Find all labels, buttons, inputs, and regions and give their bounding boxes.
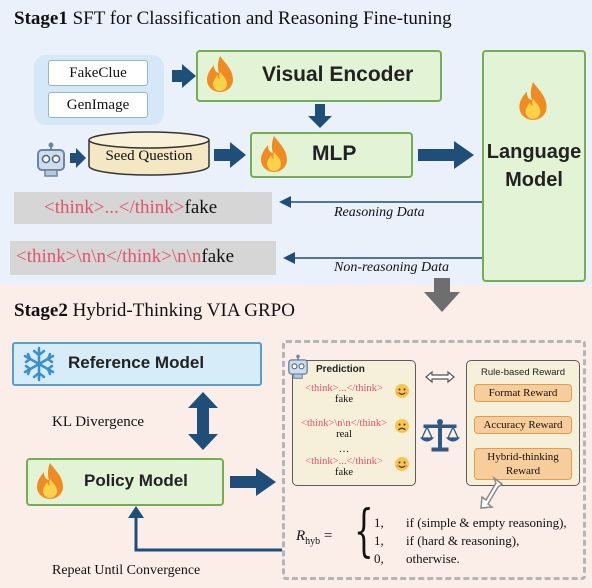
emoji-icon (395, 384, 409, 398)
formula-brace: { (354, 499, 374, 564)
case-condition: if (simple & empty reasoning), (406, 515, 567, 530)
fire-icon (207, 56, 233, 92)
arrow-seed-to-mlp (214, 142, 246, 168)
prediction-tag: <think>...</think> (305, 456, 383, 467)
reasoning-sample-tag: <think>...</think> (44, 197, 185, 218)
arrow-stage1-to-stage2 (424, 278, 460, 312)
accuracy-reward: Accuracy Reward (474, 416, 572, 434)
snowflake-icon (23, 346, 55, 382)
prediction-title: Prediction (316, 364, 365, 375)
policy-model-label: Policy Model (84, 471, 188, 490)
scale-icon (420, 419, 460, 452)
prediction-item: <think>...</think> fake (294, 456, 394, 478)
formula-cases: 1, if (simple & empty reasoning), 1, if (h… (374, 514, 567, 568)
emoji-icon (395, 457, 409, 471)
reference-model-box (12, 342, 262, 386)
nonreasoning-sample-tag: <think>\n\n</think>\n\n (16, 246, 202, 267)
emoji-icon (395, 419, 409, 433)
stage1-title: Stage1 SFT for Classification and Reason… (14, 8, 452, 30)
reward-down-arrow (480, 476, 504, 509)
nonreasoning-sample-label: fake (201, 246, 235, 267)
fire-icon (37, 463, 63, 499)
arrow-datasets-to-encoder (172, 64, 196, 88)
robot-icon (288, 354, 308, 379)
prediction-label: real (336, 429, 352, 440)
visual-encoder-label: Visual Encoder (262, 63, 414, 86)
language-model-line2: Model (505, 169, 563, 191)
case-value: 1, (374, 533, 384, 548)
prediction-tag: <think>...</think> (305, 383, 383, 394)
dataset-genimage: GenImage (48, 92, 148, 118)
reasoning-sample-bar: <think>...</think>fake (14, 192, 272, 224)
stage1-title-bold: Stage1 (14, 8, 68, 29)
prediction-item: <think>\n\n</think> real (294, 418, 394, 440)
formula-sub: hyb (305, 536, 321, 547)
reward-title: Rule-based Reward (481, 367, 565, 378)
repeat-label: Repeat Until Convergence (52, 563, 201, 578)
dataset-fakeclue: FakeClue (48, 60, 148, 86)
case-value: 0, (374, 551, 384, 566)
reasoning-sample-label: fake (184, 197, 218, 218)
stage2-title-bold: Stage2 (14, 300, 68, 321)
arrow-mlp-to-lm (418, 141, 474, 169)
nonreasoning-data-label: Non-reasoning Data (334, 260, 449, 275)
prediction-tag: <think>\n\n</think> (300, 418, 388, 429)
reference-model-label: Reference Model (68, 353, 205, 372)
case-condition: otherwise. (406, 551, 460, 566)
loop-arrowhead (128, 506, 144, 518)
formula-r: R (296, 528, 306, 544)
stage2-title-text: Hybrid-Thinking VIA GRPO (72, 300, 295, 321)
prediction-label: fake (334, 394, 354, 405)
fire-icon (519, 82, 547, 120)
stage2-title: Stage2 Hybrid-Thinking VIA GRPO (14, 300, 295, 322)
kl-divergence-label: KL Divergence (52, 414, 145, 430)
language-model-label: Language Model (482, 138, 586, 194)
loop-line (134, 516, 282, 552)
prediction-ellipsis: … (338, 444, 350, 455)
prediction-label: fake (334, 467, 354, 478)
fire-icon (261, 136, 287, 172)
grpo-panel (282, 340, 586, 580)
formula-lhs: Rhyb = (296, 528, 333, 547)
format-reward: Format Reward (474, 384, 572, 402)
hybrid-thinking-reward: Hybrid-thinking Reward (474, 448, 572, 480)
case-value: 1, (374, 515, 384, 530)
seed-question-cylinder (88, 131, 210, 176)
exchange-arrow (425, 370, 455, 384)
arrow-encoder-to-mlp (308, 104, 332, 128)
stage1-title-text: SFT for Classification and Reasoning Fin… (72, 8, 452, 29)
mlp-label: MLP (312, 142, 357, 165)
language-model-line1: Language (486, 141, 582, 163)
arrow-kl-divergence (188, 392, 218, 450)
reasoning-data-label: Reasoning Data (334, 205, 425, 220)
seed-question-label: Seed Question (105, 148, 193, 164)
case-condition: if (hard & reasoning), (406, 533, 520, 548)
robot-icon (37, 142, 65, 177)
visual-encoder-box (196, 50, 442, 102)
nonreasoning-sample-bar: <think>\n\n</think>\n\nfake (10, 241, 276, 275)
prediction-item: <think>...</think> fake (294, 383, 394, 405)
arrow-robot-to-seed (70, 148, 86, 168)
arrow-policy-to-panel (230, 468, 276, 496)
